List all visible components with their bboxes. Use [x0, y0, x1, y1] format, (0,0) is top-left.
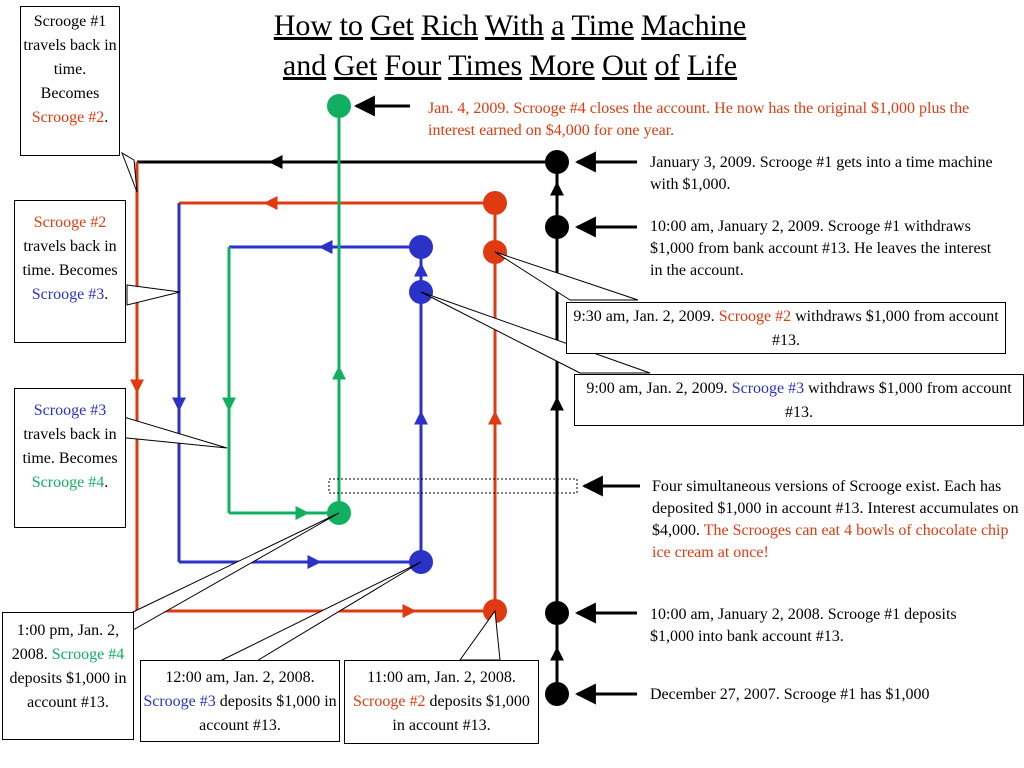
- note-s1-deposit: 10:00 am, January 2, 2008. Scrooge #1 de…: [650, 606, 957, 645]
- scrooge4-arrows: [222, 365, 346, 520]
- dot-time-machine: [545, 150, 569, 174]
- note-four-versions: Four simultaneous versions of Scrooge ex…: [652, 478, 1019, 561]
- scrooge3-arrows: [172, 240, 428, 569]
- callout-s3-deposit: 12:00 am, Jan. 2, 2008. Scrooge #3 depos…: [140, 660, 340, 742]
- dot-s2-travel: [483, 191, 507, 215]
- note-time-machine: January 3, 2009. Scrooge #1 gets into a …: [650, 154, 993, 193]
- note-start: December 27, 2007. Scrooge #1 has $1,000: [650, 686, 930, 703]
- dot-s1-withdraw: [545, 215, 569, 239]
- title-line-1: How to Get Rich With a Time Machine: [273, 9, 747, 42]
- simultaneous-band: [328, 478, 578, 494]
- dot-s1-deposit: [545, 601, 569, 625]
- callout-wedges: [116, 151, 651, 663]
- callout-s3-withdraw: 9:00 am, Jan. 2, 2009. Scrooge #3 withdr…: [574, 374, 1024, 426]
- callout-s1-travels: Scrooge #1 travels back in time. Becomes…: [20, 6, 120, 156]
- page-title: How to Get Rich With a Time Machine and …: [180, 6, 840, 86]
- callout-s2-travels: Scrooge #2 travels back in time. Becomes…: [14, 200, 126, 343]
- pointer-arrows: [353, 95, 640, 705]
- scrooge2-arrows: [130, 196, 502, 618]
- scrooge2-path: [135, 162, 497, 613]
- note-s1-withdraw: 10:00 am, January 2, 2009. Scrooge #1 wi…: [650, 218, 992, 279]
- callout-s4-deposit: 1:00 pm, Jan. 2, 2008. Scrooge #4 deposi…: [2, 612, 134, 740]
- scrooge1-arrows: [268, 155, 564, 665]
- dot-start: [545, 682, 569, 706]
- callout-s2-withdraw: 9:30 am, Jan. 2, 2009. Scrooge #2 withdr…: [566, 302, 1006, 354]
- dot-s3-travel: [409, 235, 433, 259]
- dot-s4-close: [327, 94, 351, 118]
- title-line-2: and Get Four Times More Out of Life: [282, 49, 738, 82]
- scrooge4-path: [227, 106, 341, 515]
- note-close-account: Jan. 4, 2009. Scrooge #4 closes the acco…: [428, 100, 970, 139]
- scrooge3-path: [177, 203, 423, 564]
- callout-s2-deposit: 11:00 am, Jan. 2, 2008. Scrooge #2 depos…: [344, 660, 539, 744]
- callout-s3-travels: Scrooge #3 travels back in time. Becomes…: [14, 388, 126, 528]
- event-dots: [327, 94, 569, 706]
